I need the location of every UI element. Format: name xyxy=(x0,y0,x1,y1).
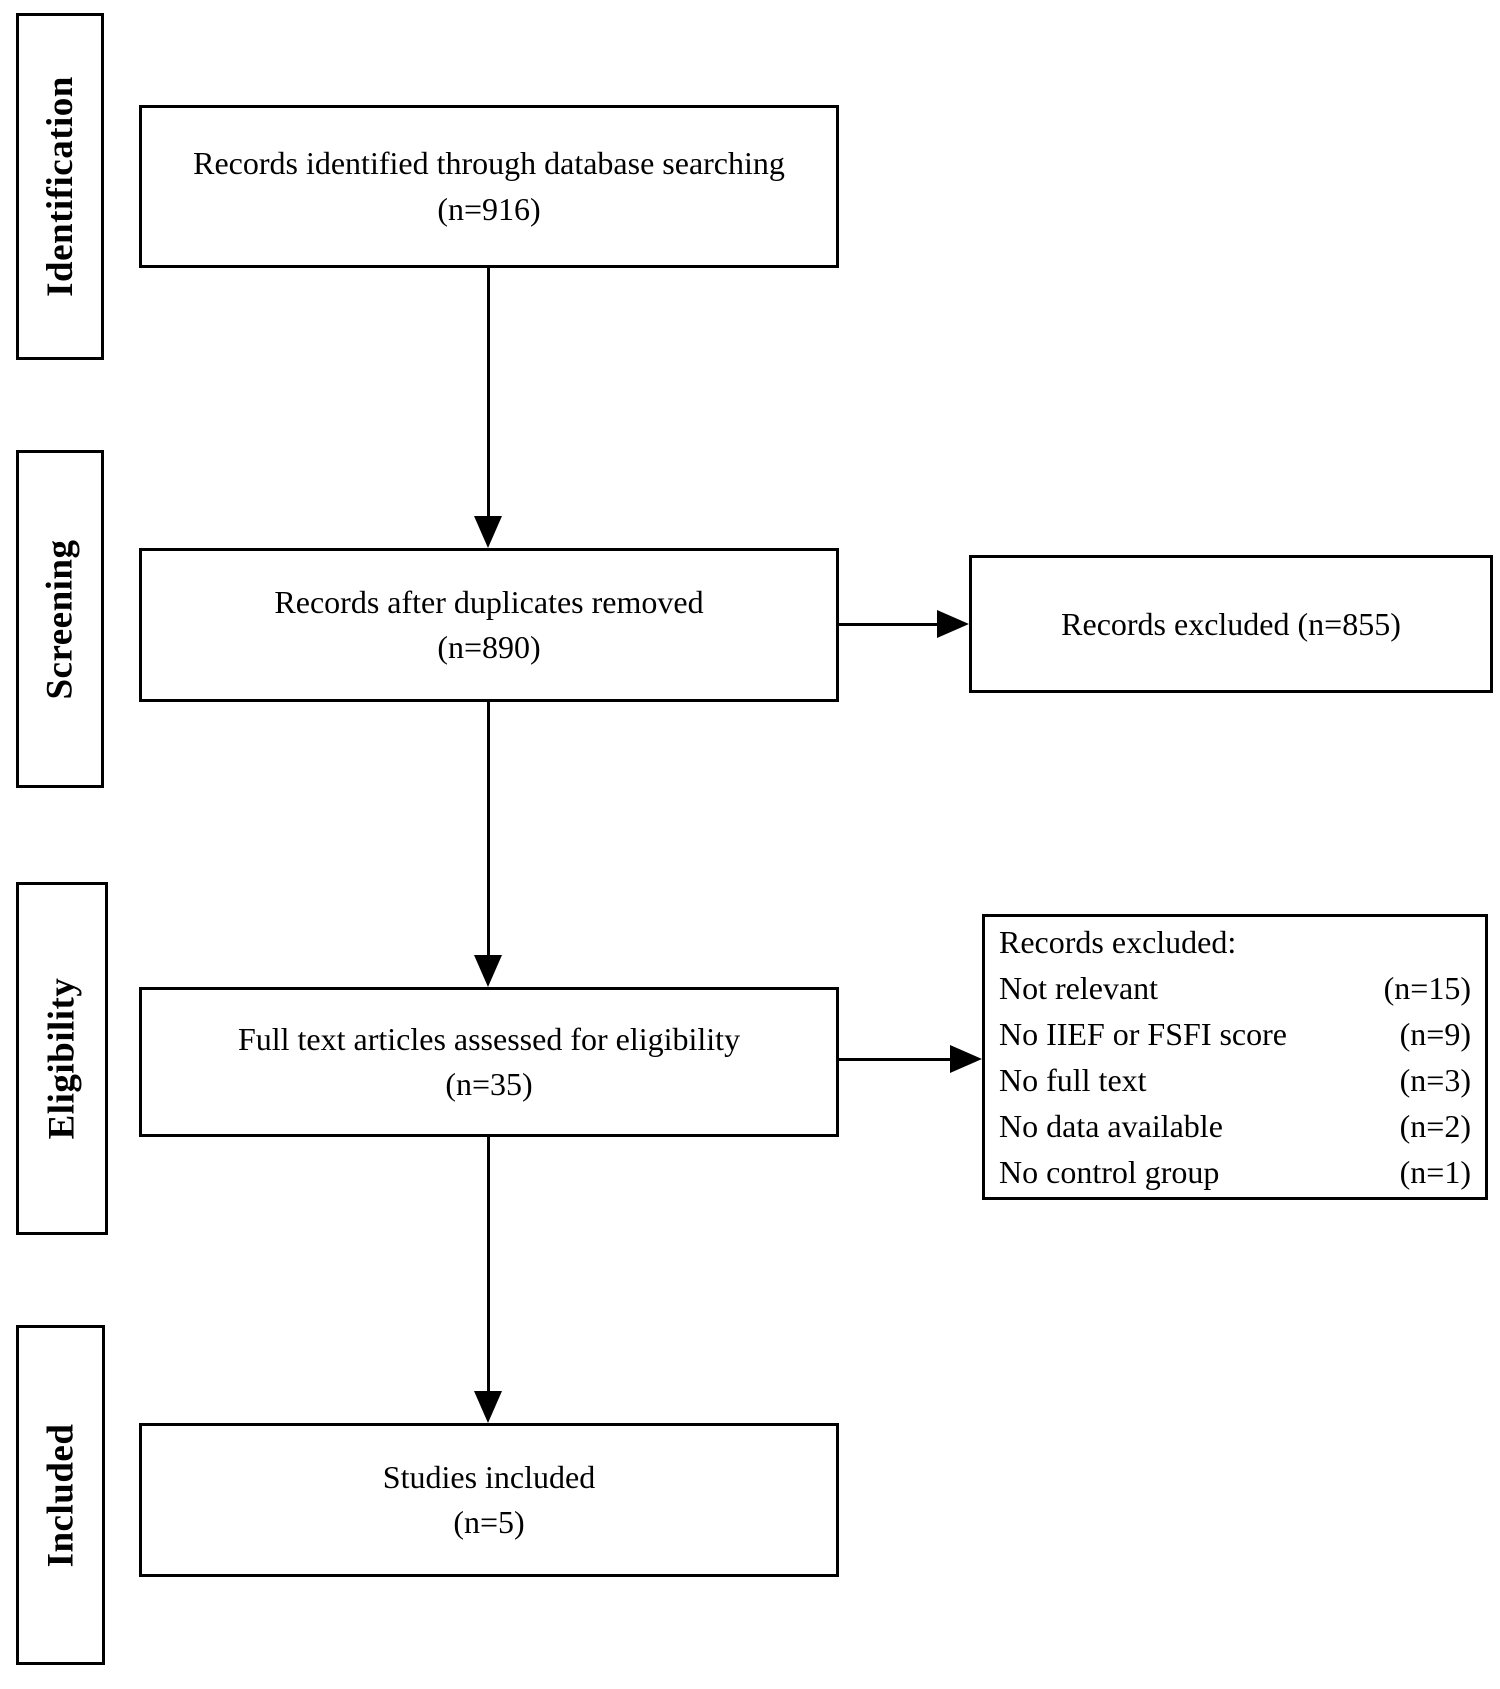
box-fulltext-assessed-count: (n=35) xyxy=(445,1066,533,1102)
stage-label-eligibility-text: Eligibility xyxy=(41,977,83,1140)
box-duplicates-removed-count: (n=890) xyxy=(437,629,541,665)
exclusion-reason-row: No control group (n=1) xyxy=(999,1149,1471,1195)
stage-label-screening-text: Screening xyxy=(39,538,81,700)
exclusion-reason-row: No IIEF or FSFI score (n=9) xyxy=(999,1011,1471,1057)
box-records-identified: Records identified through database sear… xyxy=(139,105,839,268)
exclusion-reason-label: No full text xyxy=(999,1062,1147,1098)
stage-label-screening: Screening xyxy=(16,450,104,788)
box-records-identified-line1: Records identified through database sear… xyxy=(193,145,785,182)
exclusion-reason-count: (n=9) xyxy=(1399,1016,1471,1052)
exclusion-reason-count: (n=15) xyxy=(1383,970,1471,1006)
connector-identified-to-deduplicated xyxy=(487,268,490,518)
arrowhead-down-icon xyxy=(474,1391,502,1423)
box-duplicates-removed-line1: Records after duplicates removed xyxy=(274,583,704,620)
stage-label-eligibility: Eligibility xyxy=(16,882,108,1235)
stage-label-identification-text: Identification xyxy=(39,76,81,297)
exclusion-reason-label: Not relevant xyxy=(999,970,1159,1006)
exclusion-reason-count: (n=3) xyxy=(1399,1062,1471,1098)
box-records-excluded-screening-text: Records excluded (n=855) xyxy=(1061,605,1401,642)
box-studies-included-line1: Studies included xyxy=(382,1458,596,1495)
box-records-identified-count: (n=916) xyxy=(437,190,541,227)
stage-label-identification: Identification xyxy=(16,13,104,360)
box-duplicates-removed: Records after duplicates removed (n=890) xyxy=(139,548,839,702)
stage-label-included-text: Included xyxy=(40,1423,81,1567)
exclusion-reason-count: (n=2) xyxy=(1399,1108,1471,1144)
exclusion-reason-label: No control group xyxy=(999,1154,1220,1190)
connector-deduplicated-to-excluded xyxy=(839,623,939,626)
exclusion-reason-row: Not relevant (n=15) xyxy=(999,965,1471,1011)
box-fulltext-assessed-line1: Full text articles assessed for eligibil… xyxy=(237,1020,741,1057)
arrowhead-right-icon xyxy=(950,1045,982,1073)
box-studies-included: Studies included (n=5) xyxy=(139,1423,839,1577)
exclusion-reason-row: No full text (n=3) xyxy=(999,1057,1471,1103)
arrowhead-down-icon xyxy=(474,516,502,548)
arrowhead-down-icon xyxy=(474,955,502,987)
exclusion-reason-row: No data available (n=2) xyxy=(999,1103,1471,1149)
connector-fulltext-to-excluded xyxy=(839,1058,952,1061)
exclusion-reason-label: No data available xyxy=(999,1108,1223,1144)
exclusion-reason-label: No IIEF or FSFI score xyxy=(999,1016,1287,1052)
box-records-excluded-eligibility: Records excluded: Not relevant (n=15) No… xyxy=(982,914,1488,1200)
arrowhead-right-icon xyxy=(937,610,969,638)
box-studies-included-count: (n=5) xyxy=(453,1504,525,1540)
excluded-eligibility-title: Records excluded: xyxy=(999,924,1237,960)
box-fulltext-assessed: Full text articles assessed for eligibil… xyxy=(139,987,839,1137)
stage-label-included: Included xyxy=(16,1325,105,1665)
connector-deduplicated-to-fulltext xyxy=(487,702,490,957)
exclusion-reason-count: (n=1) xyxy=(1399,1154,1471,1190)
box-records-excluded-screening: Records excluded (n=855) xyxy=(969,555,1493,693)
connector-fulltext-to-included xyxy=(487,1137,490,1393)
